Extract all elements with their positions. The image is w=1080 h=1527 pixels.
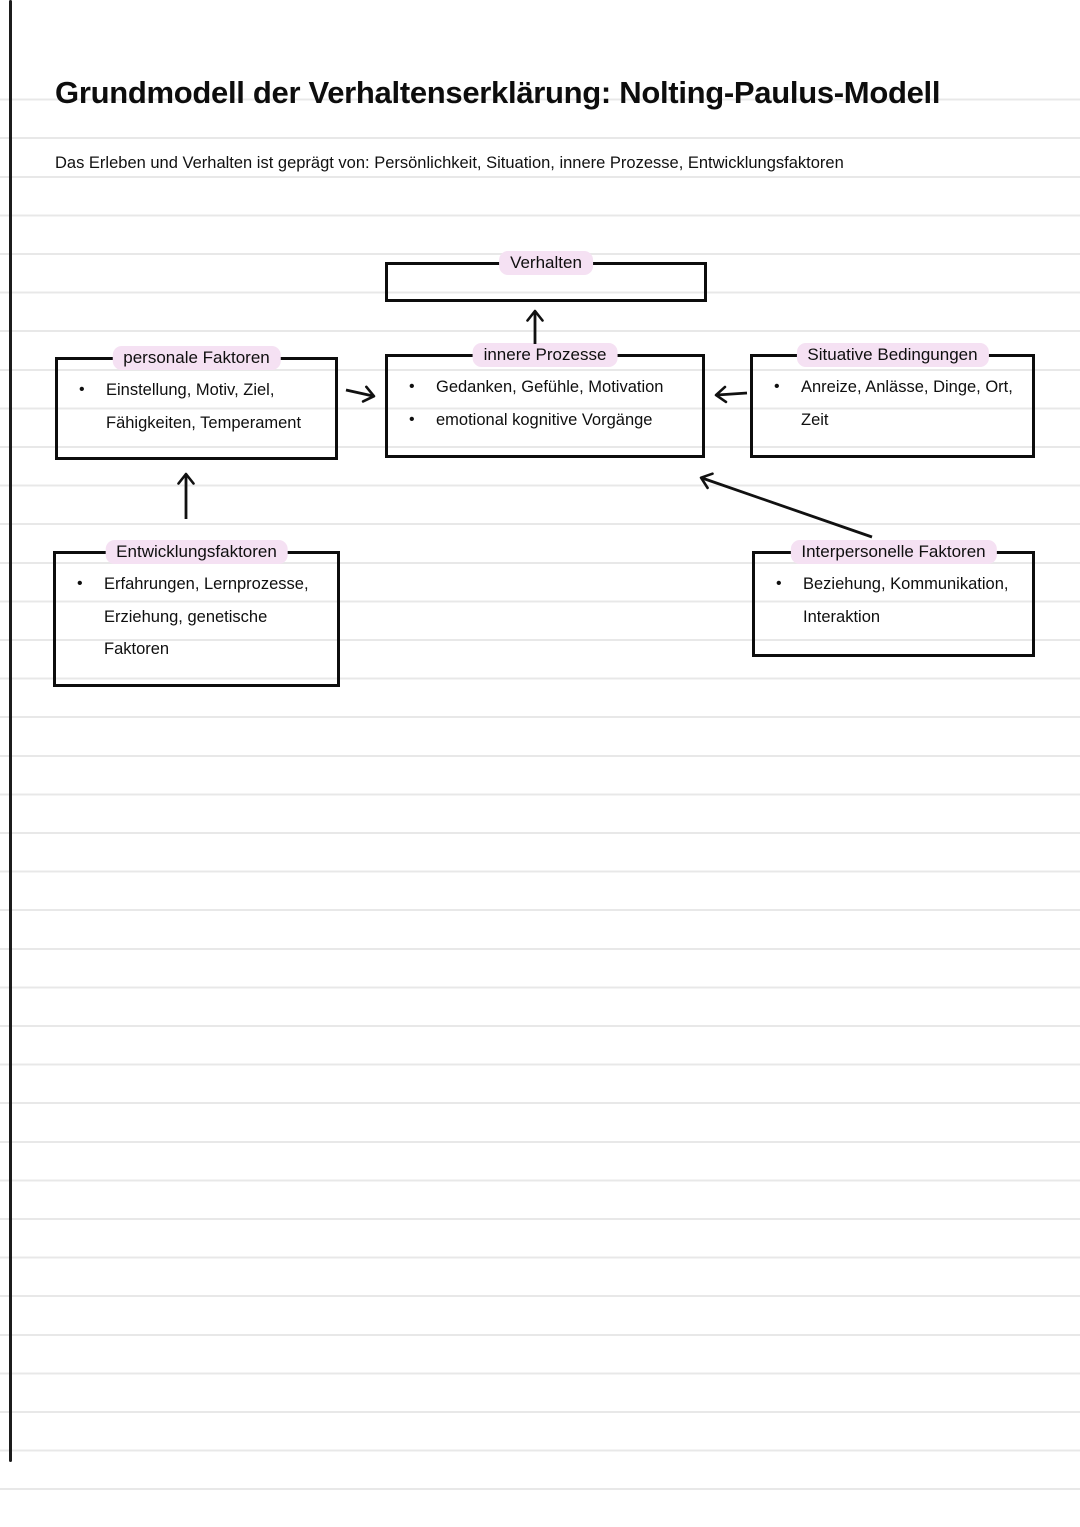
list-item: Anreize, Anlässe, Dinge, Ort, Zeit bbox=[753, 371, 1032, 436]
page-subtitle: Das Erleben und Verhalten ist geprägt vo… bbox=[55, 154, 844, 172]
box-innere-prozesse: innere Prozesse Gedanken, Gefühle, Motiv… bbox=[385, 343, 705, 458]
box-interpersonelle-faktoren-title: Interpersonelle Faktoren bbox=[790, 540, 997, 564]
list-item: Gedanken, Gefühle, Motivation bbox=[388, 371, 702, 404]
box-situative-bedingungen-title: Situative Bedingungen bbox=[796, 343, 989, 367]
list-item: Erfahrungen, Lernprozesse, Erziehung, ge… bbox=[56, 568, 337, 666]
arrow-situative-bedingungen-to-innere-prozesse bbox=[714, 385, 748, 404]
page-title: Grundmodell der Verhaltenserklärung: Nol… bbox=[55, 75, 941, 110]
box-verhalten: Verhalten bbox=[385, 251, 707, 302]
list-item: Einstellung, Motiv, Ziel, Fähigkeiten, T… bbox=[58, 374, 335, 439]
box-entwicklungsfaktoren-list: Erfahrungen, Lernprozesse, Erziehung, ge… bbox=[56, 568, 337, 666]
box-innere-prozesse-list: Gedanken, Gefühle, Motivation emotional … bbox=[388, 371, 702, 436]
margin-pen-line bbox=[9, 0, 12, 1462]
box-verhalten-title: Verhalten bbox=[499, 251, 593, 275]
box-entwicklungsfaktoren-title: Entwicklungsfaktoren bbox=[105, 540, 288, 564]
box-entwicklungsfaktoren: Entwicklungsfaktoren Erfahrungen, Lernpr… bbox=[53, 540, 340, 687]
box-personale-faktoren: personale Faktoren Einstellung, Motiv, Z… bbox=[55, 346, 338, 460]
box-situative-bedingungen: Situative Bedingungen Anreize, Anlässe, … bbox=[750, 343, 1035, 458]
box-situative-bedingungen-list: Anreize, Anlässe, Dinge, Ort, Zeit bbox=[753, 371, 1032, 436]
box-interpersonelle-faktoren: Interpersonelle Faktoren Beziehung, Komm… bbox=[752, 540, 1035, 657]
arrow-personale-faktoren-to-innere-prozesse bbox=[345, 385, 376, 403]
list-item: Beziehung, Kommunikation, Interaktion bbox=[755, 568, 1032, 633]
box-personale-faktoren-title: personale Faktoren bbox=[112, 346, 281, 370]
arrow-interpersonelle-faktoren-to-innere-prozesse bbox=[699, 472, 873, 539]
list-item: emotional kognitive Vorgänge bbox=[388, 404, 702, 437]
box-interpersonelle-faktoren-list: Beziehung, Kommunikation, Interaktion bbox=[755, 568, 1032, 633]
box-innere-prozesse-title: innere Prozesse bbox=[472, 343, 618, 367]
box-personale-faktoren-list: Einstellung, Motiv, Ziel, Fähigkeiten, T… bbox=[58, 374, 335, 439]
